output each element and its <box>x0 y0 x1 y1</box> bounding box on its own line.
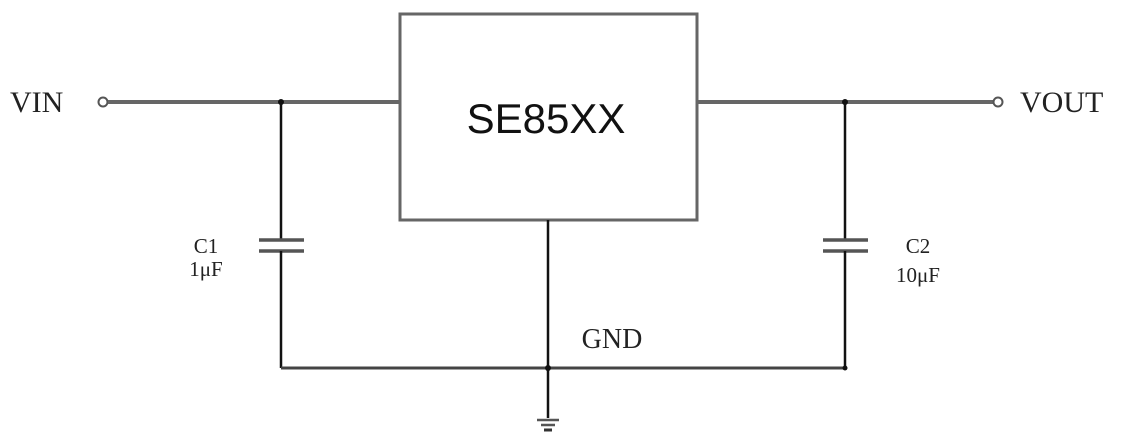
regulator-chip-box <box>398 12 699 222</box>
c1-value: 1μF <box>189 257 222 281</box>
vin-label: VIN <box>10 86 63 119</box>
gnd-label: GND <box>582 324 643 355</box>
junction-gnd-c2 <box>842 365 848 371</box>
chip-label: SE85XX <box>467 95 626 142</box>
junction-gnd <box>545 365 551 371</box>
vout-label: VOUT <box>1020 86 1103 119</box>
c1-name: C1 <box>194 234 219 258</box>
c2-value: 10μF <box>896 263 940 287</box>
vin-terminal <box>97 96 109 108</box>
vout-terminal <box>992 96 1004 108</box>
ground-symbol-icon <box>537 418 559 432</box>
c2-name: C2 <box>906 234 931 258</box>
